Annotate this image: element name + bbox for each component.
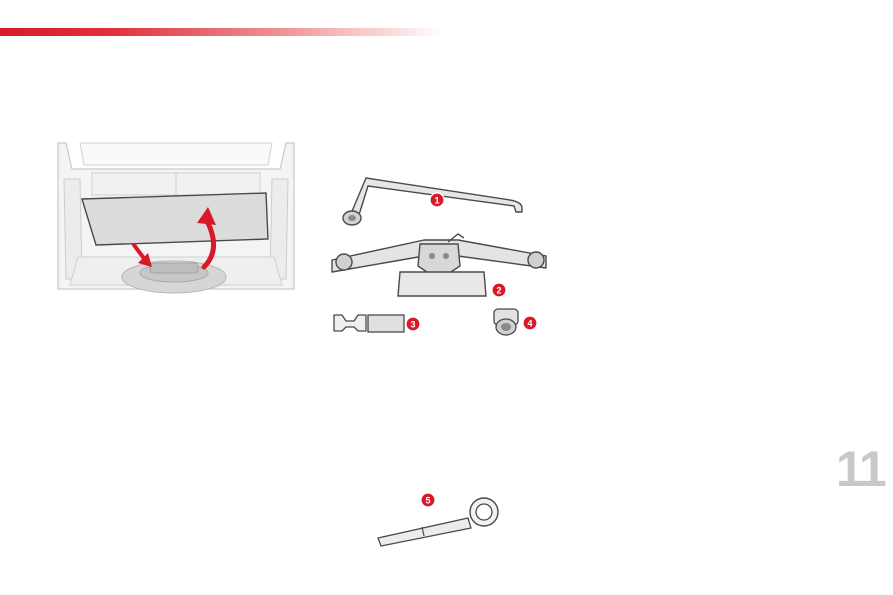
- callout-4-label: 4: [527, 318, 532, 328]
- callout-2: [491, 282, 507, 298]
- car-boot-illustration: [54, 139, 297, 295]
- callout-4: [522, 315, 538, 331]
- callout-1-label: 1: [434, 195, 439, 205]
- callout-3-label: 3: [410, 319, 415, 329]
- chapter-number: 11: [836, 441, 887, 497]
- socket-adapter-icon: 3: [333, 314, 421, 333]
- jack-icon: 2: [331, 233, 547, 298]
- callout-5: [420, 492, 436, 508]
- callout-2-label: 2: [496, 285, 501, 295]
- towing-eye-icon: 5: [377, 492, 499, 547]
- wheel-bolt-cap-icon: 4: [493, 308, 538, 336]
- header-accent-bar: [0, 28, 445, 36]
- callout-5-label: 5: [425, 495, 430, 505]
- wheel-brace-icon: 1: [342, 177, 523, 226]
- callout-3: [405, 316, 421, 332]
- callout-1: [429, 192, 445, 208]
